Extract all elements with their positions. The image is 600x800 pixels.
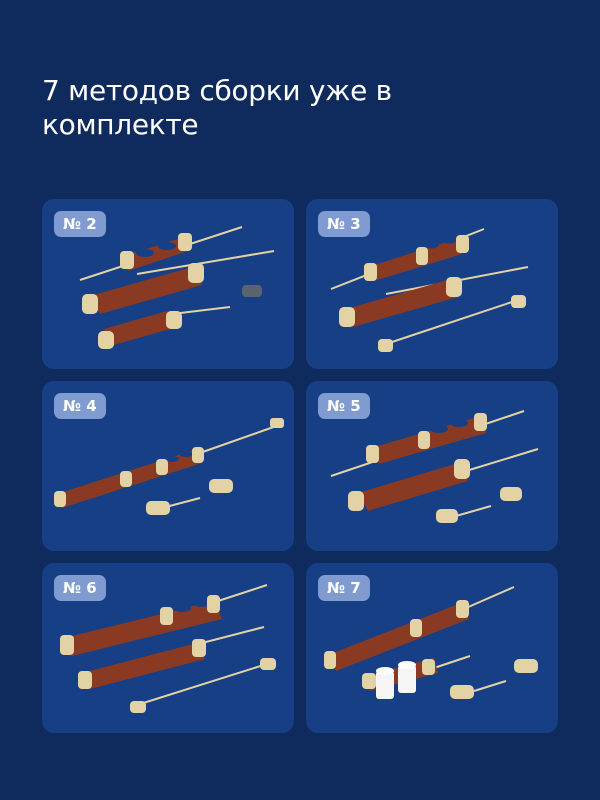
methods-grid: № 2 № 3 № 4 № 5: [42, 199, 558, 733]
method-card-4: № 4: [42, 381, 294, 551]
assembly-illustration: [79, 226, 275, 349]
page-title: 7 методов сборки уже в комплекте: [42, 74, 392, 141]
assembly-illustration: [60, 584, 276, 713]
method-number-badge: № 5: [318, 393, 370, 419]
method-number-badge: № 2: [54, 211, 106, 237]
method-card-6: № 6: [42, 563, 294, 733]
assembly-illustration: [330, 410, 539, 523]
method-card-2: № 2: [42, 199, 294, 369]
method-number-badge: № 4: [54, 393, 106, 419]
assembly-illustration: [324, 586, 538, 699]
method-card-3: № 3: [306, 199, 558, 369]
method-number-badge: № 7: [318, 575, 370, 601]
method-card-7: № 7: [306, 563, 558, 733]
method-number-badge: № 6: [54, 575, 106, 601]
method-card-5: № 5: [306, 381, 558, 551]
method-number-badge: № 3: [318, 211, 370, 237]
assembly-illustration: [54, 418, 284, 515]
assembly-illustration: [330, 228, 529, 352]
